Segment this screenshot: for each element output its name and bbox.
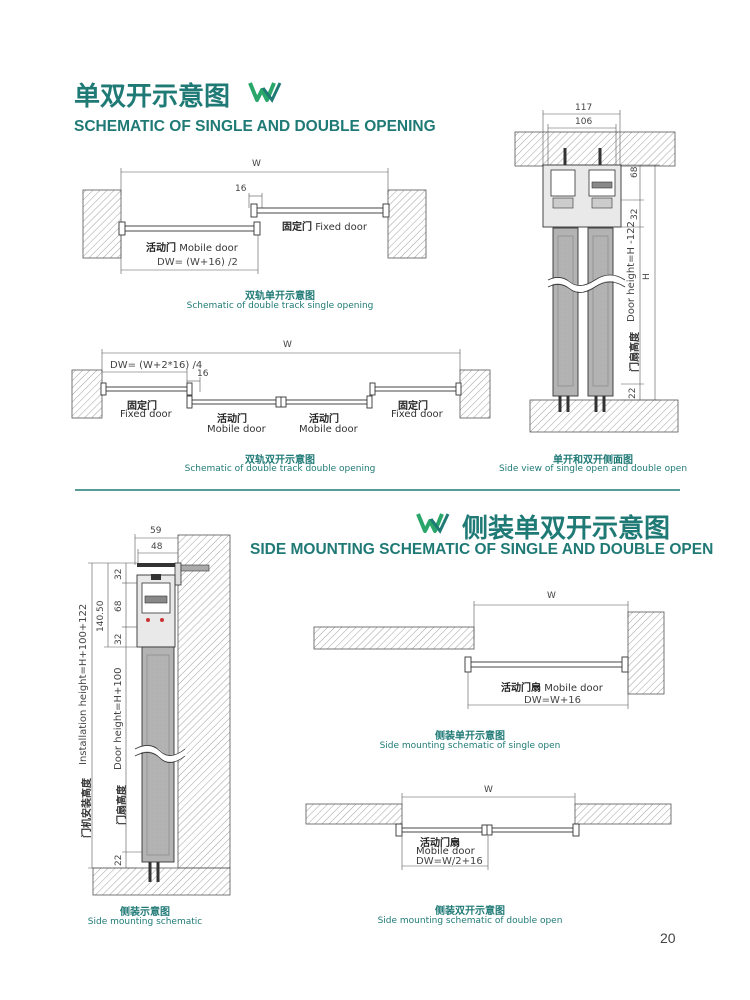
d4-caption-en: Side mounting schematic (87, 917, 203, 927)
d4-dim-48: 48 (151, 542, 163, 552)
diagram-side-view (514, 110, 679, 433)
d4-door-height-cn: 门扇高度 (117, 785, 128, 825)
d6-caption-en: Side mounting schematic of double open (377, 916, 563, 926)
section1-title-cn: 单双开示意图 (74, 82, 231, 112)
d3-caption-en: Side view of single open and double open (498, 464, 688, 474)
d1-dw: DW= (W+16) /2 (157, 257, 238, 268)
d2-fixed-cn-left: 固定门 (127, 401, 157, 412)
d4-dim-68: 68 (114, 600, 124, 612)
d4-dim-140-50: 140.50 (96, 600, 106, 633)
d2-mobile-cn-right: 活动门 (309, 414, 339, 425)
d2-mobile-en-left: Mobile door (207, 424, 266, 435)
d6-mobile-en: Mobile door (416, 846, 475, 857)
diagram-side-double-open (305, 793, 672, 870)
d4-door-height-en: Door height=H+100 (113, 667, 124, 770)
d4-dim-32a: 32 (114, 568, 124, 580)
d2-dim-16: 16 (197, 369, 209, 379)
d3-door-height-en: Door height=H -122 (626, 221, 637, 322)
section2-title-cn: 侧装单双开示意图 (462, 514, 671, 544)
d2-dw: DW= (W+2*16) /4 (110, 360, 203, 371)
d2-fixed-en-left: Fixed door (120, 409, 172, 420)
d3-dim-h: H (642, 273, 652, 280)
d5-caption-en: Side mounting schematic of single open (379, 741, 561, 751)
d3-door-height-cn: 门扇高度 (630, 332, 641, 372)
d5-caption-cn: 侧装单开示意图 (435, 731, 505, 742)
d2-mobile-en-right: Mobile door (299, 424, 358, 435)
d5-dw: DW=W+16 (524, 695, 581, 706)
d1-dim-16: 16 (235, 184, 247, 194)
d5-mobile-label: 活动门扇 Mobile door (501, 679, 603, 694)
d4-install-height-en: Installation height=H+100+122 (78, 603, 89, 765)
diagram-side-single-open (313, 601, 665, 709)
d6-caption-cn: 侧装双开示意图 (435, 906, 505, 917)
d4-dim-22: 22 (114, 854, 124, 866)
d5-mobile-cn: 活动门扇 (501, 683, 541, 694)
d6-dim-w: W (484, 785, 493, 795)
d6-mobile-cn: 活动门扇 (420, 838, 460, 849)
d3-dim-68: 68 (630, 166, 640, 178)
d4-dim-32b: 32 (114, 633, 124, 645)
d3-dim-22: 22 (628, 387, 638, 399)
d3-dim-117: 117 (575, 103, 593, 113)
d2-dim-w: W (283, 340, 292, 350)
brand-logo-side (416, 513, 450, 534)
d4-caption-cn: 侧装示意图 (120, 907, 170, 918)
d1-caption-en: Schematic of double track single opening (186, 301, 374, 311)
d4-install-height-cn: 门机安装高度 (82, 778, 93, 838)
d2-mobile-cn-left: 活动门 (217, 414, 247, 425)
diagram-side-mounting (88, 534, 231, 896)
d1-mobile-cn: 活动门 (146, 243, 176, 254)
d1-mobile-en: Mobile door (179, 243, 238, 254)
d2-caption-cn: 双轨双开示意图 (245, 455, 315, 466)
d3-caption-cn: 单开和双开侧面图 (553, 455, 633, 466)
d1-fixed-en: Fixed door (315, 222, 367, 233)
brand-logo-top (248, 82, 282, 103)
d1-fixed-door-label: 固定门 Fixed door (282, 218, 367, 233)
d5-dim-w: W (547, 591, 556, 601)
d1-dim-w: W (252, 159, 261, 169)
d3-dim-106: 106 (575, 117, 593, 127)
diagram-double-track-single (82, 168, 427, 274)
d1-fixed-cn: 固定门 (282, 222, 312, 233)
d2-fixed-cn-right: 固定门 (398, 401, 428, 412)
d1-caption-cn: 双轨单开示意图 (245, 291, 315, 302)
section1-title-en: SCHEMATIC OF SINGLE AND DOUBLE OPENING (74, 118, 436, 135)
d5-mobile-en: Mobile door (544, 683, 603, 694)
d1-mobile-door-label: 活动门 Mobile door (146, 239, 238, 254)
page-number: 20 (660, 930, 676, 946)
d2-fixed-en-right: Fixed door (391, 409, 443, 420)
d2-caption-en: Schematic of double track double opening (184, 464, 376, 474)
section2-title-en: SIDE MOUNTING SCHEMATIC OF SINGLE AND DO… (250, 541, 714, 558)
d6-dw: DW=W/2+16 (416, 856, 483, 867)
d3-dim-32: 32 (630, 208, 640, 220)
d4-dim-59: 59 (150, 526, 162, 536)
diagram-double-track-double (71, 349, 491, 419)
